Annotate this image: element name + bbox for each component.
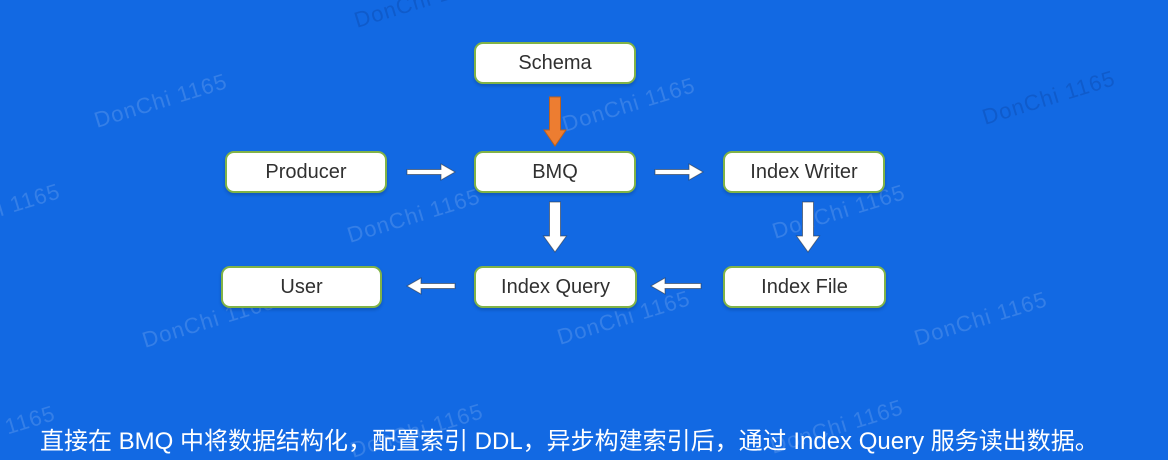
node-user: User — [221, 266, 382, 308]
node-index-writer: Index Writer — [723, 151, 885, 193]
arrow-producer-to-bmq — [406, 163, 457, 181]
node-bmq: BMQ — [474, 151, 636, 193]
caption-text: 直接在 BMQ 中将数据结构化，配置索引 DDL，异步构建索引后，通过 Inde… — [40, 428, 1099, 455]
node-index-file: Index File — [723, 266, 886, 308]
arrow-bmq-to-index-writer — [654, 163, 705, 181]
node-index-query: Index Query — [474, 266, 637, 308]
arrow-index-query-to-user — [405, 277, 456, 295]
arrow-index-writer-to-index-file — [795, 201, 821, 253]
arrow-index-file-to-index-query — [649, 277, 702, 295]
arrow-schema-to-bmq — [543, 96, 567, 147]
arrow-bmq-to-index-query — [542, 201, 568, 253]
node-schema: Schema — [474, 42, 636, 84]
node-producer: Producer — [225, 151, 387, 193]
